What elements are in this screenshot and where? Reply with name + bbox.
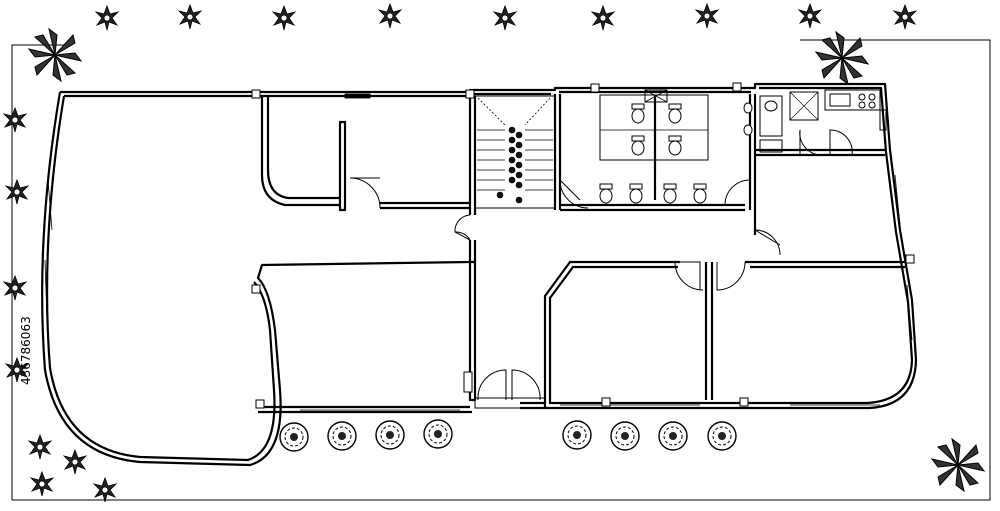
stair-icon [474,95,556,209]
door-swing-icon [349,129,853,409]
windows [44,93,913,411]
palm-tree-icon [28,28,985,492]
interior-walls [260,94,905,408]
sink-icon [743,91,819,153]
exterior-walls [41,82,918,467]
stove-icon [824,89,887,131]
site-boundary [11,39,991,501]
columns [251,82,915,409]
watermark-text: 436786063 [19,316,33,385]
shrub-icon [3,3,917,503]
round-tree-icon [279,419,737,452]
toilet-icon [599,89,709,204]
